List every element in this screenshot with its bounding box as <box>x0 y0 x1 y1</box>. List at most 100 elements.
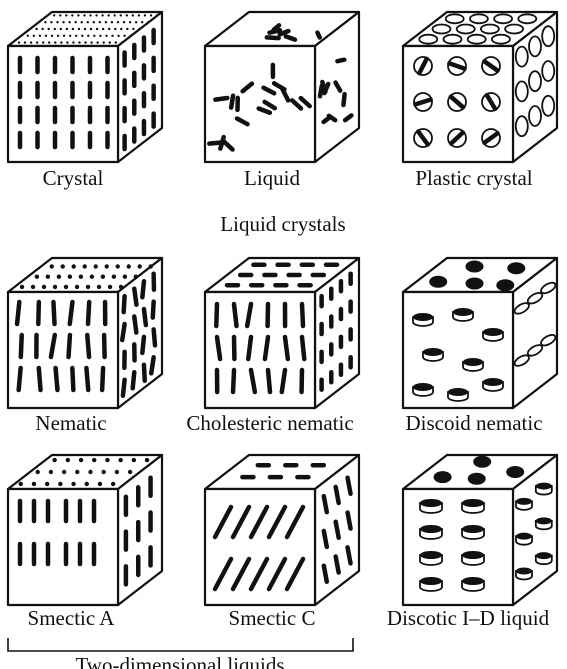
molecule-dot <box>61 469 67 475</box>
molecule <box>262 334 271 362</box>
lattice-dot <box>101 27 105 31</box>
lattice-dot <box>78 41 81 44</box>
lattice-dot <box>96 41 99 44</box>
molecule <box>230 556 252 592</box>
lattice-dot <box>59 14 62 17</box>
molecule <box>333 519 341 540</box>
molecule-dot <box>60 264 65 269</box>
lattice-dot <box>71 27 75 31</box>
label-nematic: Nematic <box>35 411 106 435</box>
molecule <box>151 327 158 348</box>
molecule-dot <box>19 284 25 290</box>
disk-molecule-face <box>496 279 515 292</box>
rotor-ellipse <box>514 45 529 68</box>
molecule <box>341 91 347 108</box>
molecule-dot <box>78 457 84 463</box>
molecule <box>345 510 353 531</box>
lattice-dot <box>62 21 65 24</box>
disk-molecule-face <box>465 277 484 290</box>
molecule <box>140 278 147 300</box>
lattice-dot <box>48 41 51 44</box>
molecule <box>333 484 341 506</box>
lattice-dot <box>59 27 62 31</box>
rotor-ellipse <box>541 94 556 117</box>
cube-layer <box>6 10 559 607</box>
molecule <box>248 504 270 540</box>
molecule <box>207 140 224 146</box>
molecule-dot <box>118 457 123 463</box>
lattice-dot <box>107 14 110 17</box>
cube-cholesteric-nematic <box>203 256 361 410</box>
rotor-ellipse <box>479 23 500 35</box>
disk-molecule-face <box>433 471 452 484</box>
lattice-dot <box>87 34 90 37</box>
lattice-dot <box>113 14 116 17</box>
lattice-dot <box>74 21 77 24</box>
molecule <box>321 114 333 125</box>
lattice-dot <box>75 34 78 37</box>
molecule-dot <box>131 457 137 463</box>
cube-front-face <box>203 487 317 607</box>
lattice-dot <box>126 27 129 31</box>
molecule-dot <box>74 284 80 290</box>
molecule-dot <box>96 284 102 290</box>
molecule <box>141 306 149 328</box>
molecule <box>345 475 353 497</box>
rotor-ellipse <box>541 25 556 48</box>
molecule <box>248 367 258 395</box>
molecule-dot <box>67 274 73 279</box>
molecule-dot <box>115 264 120 269</box>
lattice-dot <box>98 21 102 24</box>
rotor-ellipse <box>442 33 463 45</box>
molecule <box>150 299 156 320</box>
molecule <box>214 334 223 362</box>
molecule-dot <box>110 481 116 487</box>
molecule <box>240 81 255 94</box>
molecule <box>36 365 43 393</box>
lattice-dot <box>147 21 150 24</box>
disk-molecule-face <box>420 525 442 533</box>
lattice-dot <box>141 21 144 24</box>
molecule-dot <box>63 284 69 290</box>
lattice-dot <box>89 27 93 31</box>
lattice-dot <box>44 34 48 37</box>
molecule-dot <box>44 481 50 487</box>
cube-plastic-crystal <box>401 10 559 164</box>
lattice-dot <box>38 34 42 37</box>
lattice-dot <box>65 14 68 17</box>
rotor-ellipse <box>493 13 514 25</box>
disk-molecule-face <box>462 525 484 533</box>
lattice-dot <box>66 41 69 44</box>
disk-molecule-face <box>535 552 552 560</box>
molecule <box>130 369 137 391</box>
disk-molecule-face <box>467 472 486 485</box>
molecule-dot <box>56 274 62 279</box>
molecule-dot <box>104 264 109 269</box>
disk-molecule-side <box>526 344 544 357</box>
molecule <box>342 113 354 123</box>
disk-molecule-side <box>526 292 544 305</box>
lattice-dot <box>32 34 36 37</box>
molecule-dot <box>114 469 120 475</box>
lattice-dot <box>60 41 63 44</box>
disk-molecule-face <box>462 577 484 585</box>
lattice-dot <box>93 34 96 37</box>
lattice-dot <box>149 14 153 17</box>
lattice-dot <box>108 41 111 44</box>
molecule <box>322 81 331 96</box>
lattice-dot <box>77 27 81 31</box>
molecule <box>321 493 330 515</box>
molecule-dot <box>84 481 89 487</box>
label-discoid-nematic: Discoid nematic <box>405 411 542 435</box>
rotor-axis <box>413 97 433 107</box>
disk-molecule-face <box>463 358 483 366</box>
molecule-dot <box>93 264 98 269</box>
label-plastic-crystal: Plastic crystal <box>415 166 532 190</box>
lattice-dot <box>62 34 66 37</box>
molecule <box>299 301 306 329</box>
molecule-dot <box>75 469 80 475</box>
lattice-dot <box>134 21 138 24</box>
disk-molecule-face <box>535 482 552 490</box>
molecule <box>132 314 139 335</box>
disk-molecule-face <box>507 262 526 275</box>
